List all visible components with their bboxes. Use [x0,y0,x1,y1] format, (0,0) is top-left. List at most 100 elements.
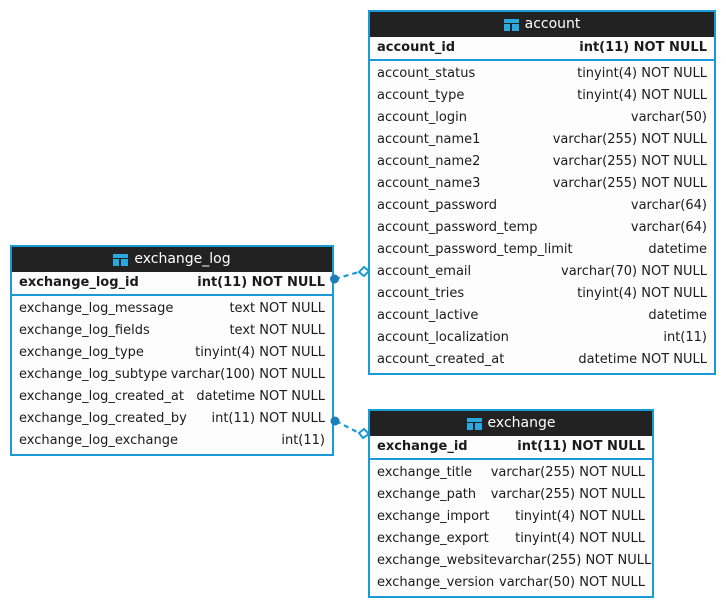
column-row[interactable]: exchange_export tinyint(4) NOT NULL [370,528,652,550]
column-name: account_password [377,198,498,213]
column-type: datetime NOT NULL [578,352,707,367]
column-row[interactable]: account_lactive datetime [370,305,714,327]
column-name: exchange_import [377,509,490,524]
relationship-line [334,270,360,281]
column-type: tinyint(4) NOT NULL [577,286,707,301]
entity-table-exchange-log[interactable]: exchange_log exchange_log_id int(11) NOT… [10,245,334,456]
column-name: exchange_log_created_by [19,411,187,426]
column-name: account_created_at [377,352,505,367]
column-row[interactable]: exchange_log_type tinyint(4) NOT NULL [12,342,332,364]
column-type: int(11) [281,433,325,448]
column-type: int(11) NOT NULL [211,411,325,426]
column-name: account_name3 [377,176,481,191]
column-name: account_name2 [377,154,481,169]
column-name: exchange_title [377,465,472,480]
column-name: exchange_version [377,575,495,590]
column-row[interactable]: account_email varchar(70) NOT NULL [370,261,714,283]
column-row[interactable]: account_created_at datetime NOT NULL [370,349,714,371]
table-icon [113,253,129,266]
column-type: tinyint(4) NOT NULL [515,509,645,524]
column-name: exchange_log_type [19,345,144,360]
column-type: datetime NOT NULL [196,389,325,404]
entity-header-exchange-log[interactable]: exchange_log [12,247,332,272]
primary-key-row[interactable]: account_id int(11) NOT NULL [370,37,714,61]
column-row[interactable]: exchange_log_message text NOT NULL [12,298,332,320]
column-row[interactable]: exchange_title varchar(255) NOT NULL [370,462,652,484]
column-name: exchange_log_exchange [19,433,178,448]
column-type: text NOT NULL [229,301,325,316]
column-name: account_lactive [377,308,479,323]
column-name: exchange_path [377,487,477,502]
column-type: tinyint(4) NOT NULL [577,66,707,81]
entity-title: exchange_log [134,251,231,267]
entity-table-exchange[interactable]: exchange exchange_id int(11) NOT NULL ex… [368,409,654,598]
column-type: datetime [648,242,707,257]
column-name: account_email [377,264,472,279]
column-type: varchar(50) [630,110,707,125]
column-row[interactable]: account_status tinyint(4) NOT NULL [370,63,714,85]
column-type: varchar(100) NOT NULL [170,367,325,382]
column-row[interactable]: account_login varchar(50) [370,107,714,129]
column-type: varchar(255) NOT NULL [490,465,645,480]
column-name: exchange_log_id [19,275,139,290]
entity-title: account [524,16,581,32]
column-name: account_localization [377,330,509,345]
column-type: int(11) NOT NULL [579,40,707,55]
column-row[interactable]: exchange_log_exchange int(11) [12,430,332,452]
column-type: tinyint(4) NOT NULL [195,345,325,360]
column-type: int(11) NOT NULL [517,439,645,454]
column-name: account_login [377,110,467,125]
column-row[interactable]: account_localization int(11) [370,327,714,349]
column-type: int(11) NOT NULL [197,275,325,290]
column-row[interactable]: exchange_path varchar(255) NOT NULL [370,484,652,506]
column-name: account_tries [377,286,465,301]
column-name: exchange_log_message [19,301,174,316]
column-type: datetime [648,308,707,323]
column-row[interactable]: exchange_log_created_by int(11) NOT NULL [12,408,332,430]
column-name: exchange_log_created_at [19,389,184,404]
entity-header-account[interactable]: account [370,12,714,37]
column-name: account_status [377,66,476,81]
relationship-line [335,420,360,434]
entity-header-exchange[interactable]: exchange [370,411,652,436]
column-row[interactable]: account_password varchar(64) [370,195,714,217]
column-type: varchar(64) [630,220,707,235]
primary-key-row[interactable]: exchange_log_id int(11) NOT NULL [12,272,332,296]
column-type: int(11) [663,330,707,345]
column-type: varchar(50) NOT NULL [499,575,645,590]
column-name: account_password_temp_limit [377,242,573,257]
column-type: varchar(70) NOT NULL [561,264,707,279]
column-row[interactable]: exchange_import tinyint(4) NOT NULL [370,506,652,528]
table-icon [503,18,519,31]
column-name: account_password_temp [377,220,538,235]
column-type: varchar(255) NOT NULL [496,553,652,568]
column-row[interactable]: account_tries tinyint(4) NOT NULL [370,283,714,305]
column-row[interactable]: account_password_temp varchar(64) [370,217,714,239]
primary-key-row[interactable]: exchange_id int(11) NOT NULL [370,436,652,460]
entity-title: exchange [487,415,556,431]
column-type: tinyint(4) NOT NULL [515,531,645,546]
column-type: varchar(255) NOT NULL [552,154,707,169]
column-name: account_type [377,88,465,103]
column-type: varchar(255) NOT NULL [552,132,707,147]
column-type: varchar(255) NOT NULL [490,487,645,502]
column-type: varchar(64) [630,198,707,213]
column-name: account_id [377,40,456,55]
column-row[interactable]: exchange_version varchar(50) NOT NULL [370,572,652,594]
column-row[interactable]: exchange_log_created_at datetime NOT NULL [12,386,332,408]
column-name: exchange_log_subtype [19,367,168,382]
entity-table-account[interactable]: account account_id int(11) NOT NULL acco… [368,10,716,375]
column-name: exchange_export [377,531,489,546]
column-row[interactable]: account_password_temp_limit datetime [370,239,714,261]
column-row[interactable]: account_name2 varchar(255) NOT NULL [370,151,714,173]
column-type: text NOT NULL [229,323,325,338]
